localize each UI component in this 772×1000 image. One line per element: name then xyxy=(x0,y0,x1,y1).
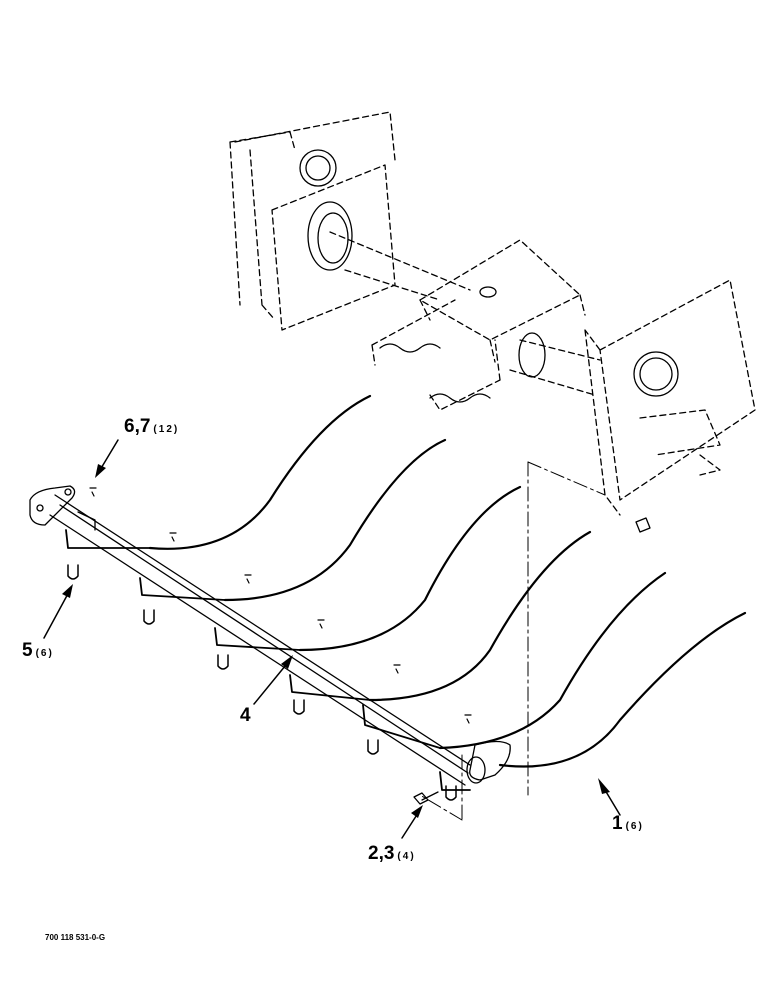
arrowheads xyxy=(62,464,610,818)
figure-id: 700 118 531-0-G xyxy=(45,933,106,942)
tine-mounts xyxy=(65,529,471,791)
centerlines xyxy=(419,461,606,821)
frame-assembly xyxy=(229,111,756,516)
callout-quantity: (12) xyxy=(153,424,180,435)
frame-features xyxy=(299,149,679,403)
callout-item-6-7: 6,7(12) xyxy=(124,416,179,438)
tine-bar xyxy=(29,485,511,786)
callout-item-2-3: 2,3(4) xyxy=(368,843,416,865)
callout-item-1: 1(6) xyxy=(612,813,644,835)
callout-item-4: 4 xyxy=(240,705,251,727)
nuts xyxy=(89,487,472,724)
callout-quantity: (6) xyxy=(625,821,644,832)
leader-lines xyxy=(43,439,621,839)
callout-number: 1 xyxy=(612,813,623,834)
callout-number: 2,3 xyxy=(368,843,395,864)
callout-number: 5 xyxy=(22,640,33,661)
tine-wires xyxy=(148,394,747,768)
callout-item-5: 5(6) xyxy=(22,640,54,662)
callout-quantity: (6) xyxy=(35,648,54,659)
callout-number: 4 xyxy=(240,705,251,726)
bolt xyxy=(413,517,651,805)
callout-quantity: (4) xyxy=(397,851,416,862)
callout-number: 6,7 xyxy=(124,416,151,437)
u-bolts xyxy=(67,564,457,801)
